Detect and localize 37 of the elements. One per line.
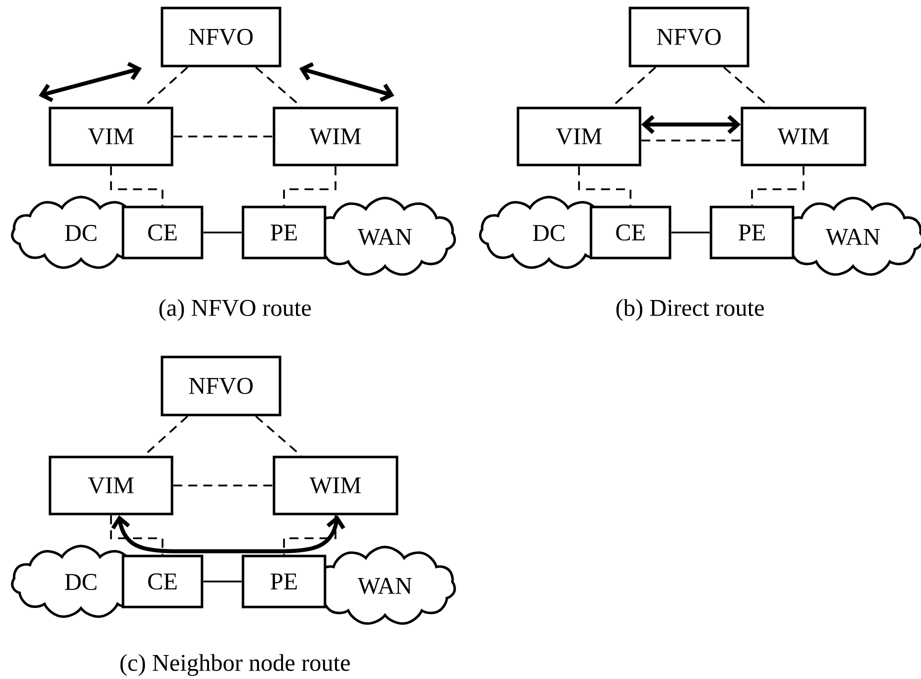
dashed-line bbox=[283, 166, 336, 206]
dashed-line bbox=[255, 66, 302, 108]
dashed-line bbox=[173, 136, 273, 138]
process-box: NFVO bbox=[628, 6, 750, 68]
process-box: WIM bbox=[740, 106, 866, 166]
connector-line bbox=[203, 580, 242, 582]
double-arrow bbox=[641, 115, 741, 134]
dashed-line bbox=[110, 166, 164, 206]
process-box: WIM bbox=[272, 456, 398, 516]
caption: (b) Direct route bbox=[616, 299, 764, 321]
connector-line bbox=[671, 232, 710, 234]
process-box: PE bbox=[710, 206, 794, 260]
process-box: CE bbox=[122, 554, 204, 608]
process-box: PE bbox=[242, 206, 326, 260]
process-box: CE bbox=[122, 206, 204, 260]
process-box: NFVO bbox=[160, 356, 282, 416]
caption: (c) Neighbor node route bbox=[120, 654, 350, 676]
dashed-line bbox=[173, 484, 273, 486]
process-box: NFVO bbox=[160, 6, 282, 68]
double-arrow bbox=[38, 62, 142, 102]
dashed-line bbox=[578, 166, 632, 206]
process-box: WIM bbox=[272, 106, 398, 166]
dashed-line bbox=[641, 140, 741, 142]
process-box: VIM bbox=[516, 106, 642, 166]
process-box: VIM bbox=[48, 456, 174, 516]
double-arrow bbox=[299, 62, 394, 102]
dashed-line bbox=[255, 416, 302, 456]
dashed-line bbox=[283, 515, 336, 555]
process-box: CE bbox=[590, 206, 672, 260]
dashed-line bbox=[751, 166, 804, 206]
dashed-line bbox=[723, 66, 770, 108]
caption: (a) NFVO route bbox=[159, 299, 311, 321]
double-arrow bbox=[111, 515, 346, 554]
process-box: VIM bbox=[48, 106, 174, 166]
connector-line bbox=[203, 232, 242, 234]
dashed-line bbox=[110, 515, 164, 555]
process-box: PE bbox=[242, 554, 326, 608]
